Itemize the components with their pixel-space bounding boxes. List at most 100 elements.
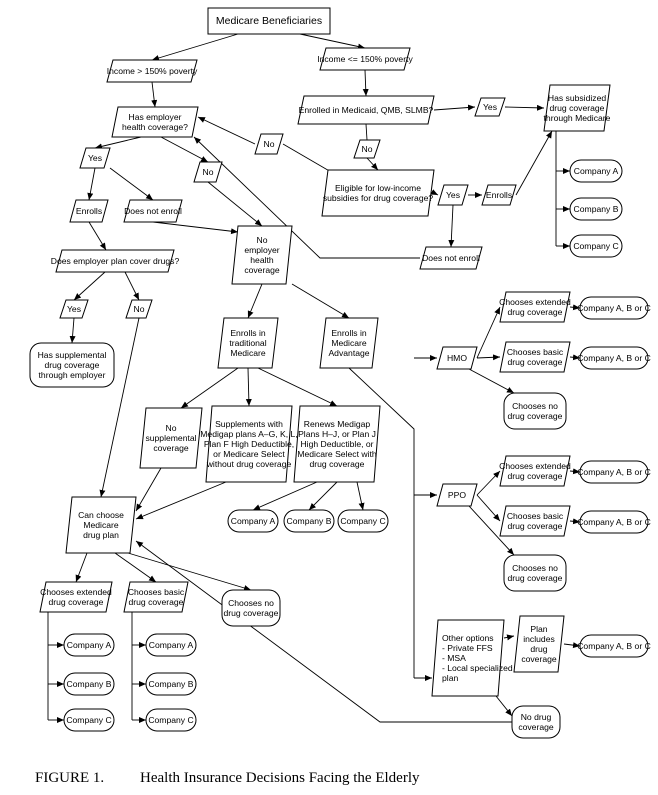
connector-arrow bbox=[430, 189, 439, 196]
connector-arrow bbox=[299, 33, 366, 50]
node-hmo-extended-co: Company A, B or C bbox=[577, 296, 651, 320]
node-shape bbox=[569, 234, 623, 258]
node-shape bbox=[436, 483, 478, 507]
connector-arrow bbox=[114, 552, 157, 583]
node-shape bbox=[145, 708, 197, 732]
node-label: drug coverage bbox=[508, 471, 563, 481]
node-label: drug coverage bbox=[45, 360, 100, 370]
connector-arrow bbox=[247, 283, 263, 319]
node-shape bbox=[503, 392, 567, 430]
node-label: No bbox=[203, 167, 214, 177]
node-shape bbox=[579, 346, 649, 370]
node-shape bbox=[283, 509, 335, 533]
node-yes-employer: Yes bbox=[79, 147, 111, 169]
node-income-le: Income <= 150% poverty bbox=[317, 47, 413, 71]
node-enrolls-employer: Enrolls bbox=[69, 199, 109, 223]
node-label: - Local specialized bbox=[442, 663, 513, 673]
connector-arrow bbox=[245, 367, 252, 407]
node-label: Company A bbox=[149, 640, 194, 650]
node-label: Medicare Beneficiaries bbox=[216, 15, 322, 27]
node-label: Company A bbox=[574, 166, 619, 176]
figure-caption: FIGURE 1. Health Insurance Decisions Fac… bbox=[35, 770, 420, 786]
node-label: Yes bbox=[88, 153, 102, 163]
connector-arrow bbox=[433, 104, 476, 111]
node-label: No bbox=[264, 139, 275, 149]
connector-arrow bbox=[109, 167, 154, 201]
node-label: No bbox=[257, 235, 268, 245]
node-label: Medicare bbox=[83, 520, 119, 530]
node-label: Chooses extended bbox=[499, 297, 571, 307]
connector-arrow bbox=[366, 157, 379, 171]
node-label: Plans H–J, or Plan J bbox=[298, 429, 376, 439]
connector-arrow bbox=[495, 695, 513, 717]
node-label: Company B bbox=[287, 516, 332, 526]
node-shape bbox=[579, 460, 649, 484]
node-no-drugs: No bbox=[125, 299, 153, 319]
node-label: Has subsidized bbox=[548, 93, 606, 103]
node-label: coverage bbox=[244, 265, 280, 275]
node-medigap-company-b: Company B bbox=[283, 509, 335, 533]
node-label: - Private FFS bbox=[442, 643, 493, 653]
node-no-lowincome: No bbox=[254, 133, 284, 155]
node-label: Chooses basic bbox=[128, 587, 185, 597]
node-label: Company B bbox=[574, 204, 619, 214]
node-label: Company A, B or C bbox=[577, 303, 651, 313]
node-shape bbox=[29, 342, 115, 388]
node-shape bbox=[193, 161, 223, 183]
node-ext-company-b: Company B bbox=[63, 672, 115, 696]
connector-arrow bbox=[124, 271, 140, 301]
node-shape bbox=[227, 509, 279, 533]
node-label: High Deductible, or bbox=[300, 439, 373, 449]
node-label: Income <= 150% poverty bbox=[317, 54, 413, 64]
node-ppo-extended-co: Company A, B or C bbox=[577, 460, 651, 484]
node-shape bbox=[231, 225, 293, 285]
node-label: drug plan bbox=[83, 530, 119, 540]
node-label: Enrolls in bbox=[230, 328, 266, 338]
connector-arrow bbox=[569, 354, 581, 361]
node-hmo: HMO bbox=[436, 346, 478, 370]
node-label: Chooses no bbox=[512, 401, 558, 411]
node-label: Has employer bbox=[128, 112, 181, 122]
node-shape bbox=[221, 589, 281, 627]
connector-arrow bbox=[151, 81, 158, 108]
node-shape bbox=[125, 299, 153, 319]
node-label: Company C bbox=[66, 715, 111, 725]
node-label: Eligible for low-income bbox=[335, 183, 421, 193]
node-label: Company C bbox=[340, 516, 385, 526]
node-label: Enrolls bbox=[486, 190, 512, 200]
node-label: PPO bbox=[448, 490, 466, 500]
connector-arrow bbox=[197, 116, 256, 145]
node-yes-medicaid: Yes bbox=[474, 97, 506, 117]
connector-arrow bbox=[503, 634, 515, 641]
node-label: through employer bbox=[39, 370, 106, 380]
node-shape bbox=[145, 672, 197, 696]
node-label: Chooses extended bbox=[40, 587, 112, 597]
node-shape bbox=[511, 705, 561, 739]
node-shape bbox=[297, 95, 435, 125]
node-ext-company-c: Company C bbox=[63, 708, 115, 732]
node-sub-company-c: Company C bbox=[569, 234, 623, 258]
node-shape bbox=[63, 672, 115, 696]
node-label: No bbox=[134, 304, 145, 314]
node-label: drug coverage bbox=[508, 411, 563, 421]
node-shape bbox=[437, 184, 469, 206]
caption-label: FIGURE 1. bbox=[35, 770, 104, 786]
node-label: Company A, B or C bbox=[577, 467, 651, 477]
connector-arrow bbox=[88, 221, 107, 251]
node-shape bbox=[69, 199, 109, 223]
connector-arrow bbox=[476, 306, 501, 359]
node-label: Other options bbox=[442, 633, 494, 643]
node-shape bbox=[474, 97, 506, 117]
node-label: Chooses basic bbox=[507, 511, 564, 521]
node-ppo: PPO bbox=[436, 483, 478, 507]
node-label: Chooses no bbox=[228, 598, 274, 608]
